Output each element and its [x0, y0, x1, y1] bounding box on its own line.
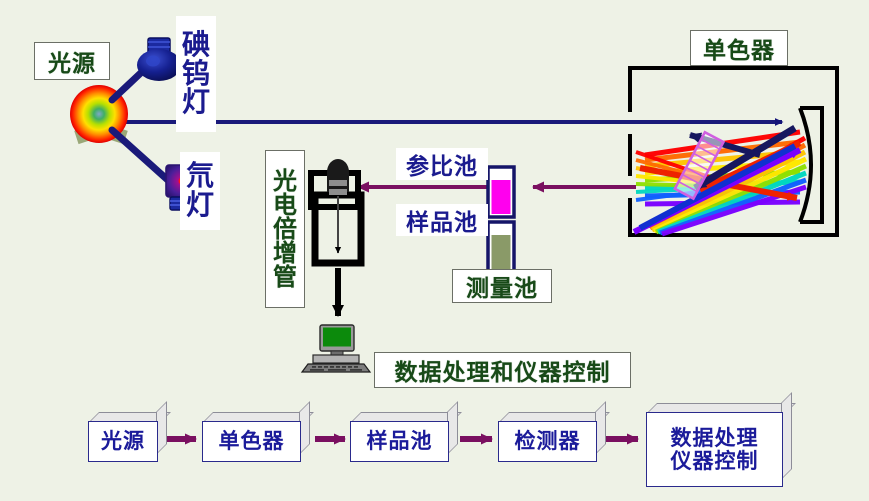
- flow-step-detector-face: 检测器: [498, 421, 597, 462]
- label-pmt-char-4: 增: [273, 239, 297, 267]
- label-light-source-text: 光源: [48, 51, 96, 77]
- photomultiplier-tube-icon: [308, 159, 365, 267]
- label-sample-cell: 样品池: [396, 204, 488, 236]
- label-pmt-char-3: 倍: [273, 215, 297, 243]
- label-data-processing-and-control-text: 数据处理和仪器控制: [394, 360, 611, 386]
- diffraction-grating: [673, 130, 726, 201]
- label-measuring-cell-text: 测量池: [466, 276, 538, 302]
- label-tungsten-iodine-lamp-char-2: 钨: [181, 56, 210, 90]
- flow-step-light-source[interactable]: 光源: [88, 401, 171, 462]
- flow-step-monochromator-face: 单色器: [202, 421, 301, 462]
- computer-icon: [300, 324, 372, 373]
- label-deuterium-lamp: 氘 灯: [180, 152, 220, 230]
- label-deuterium-lamp-char-2: 灯: [185, 188, 214, 221]
- flow-step-detector[interactable]: 检测器: [498, 401, 610, 462]
- flow-step-monochromator[interactable]: 单色器: [202, 401, 314, 462]
- flow-step-data-processing-line-1: 数据处理: [670, 426, 759, 451]
- flow-step-sample-cell[interactable]: 样品池: [350, 401, 462, 462]
- flow-step-light-source-label: 光源: [101, 429, 145, 454]
- label-deuterium-lamp-char-1: 氘: [185, 159, 214, 193]
- label-pmt-char-5: 管: [273, 263, 297, 291]
- label-pmt-char-2: 电: [273, 191, 297, 219]
- flow-step-detector-label: 检测器: [514, 429, 581, 454]
- sample-cuvette: [486, 220, 516, 274]
- label-tungsten-iodine-lamp: 碘 钨 灯: [176, 16, 216, 132]
- principal-rays: [632, 124, 802, 235]
- concave-mirror: [798, 106, 824, 224]
- flow-step-data-processing[interactable]: 数据处理 仪器控制: [646, 392, 796, 487]
- label-monochromator-text: 单色器: [703, 38, 775, 64]
- label-measuring-cell: 测量池: [452, 269, 552, 303]
- label-monochromator: 单色器: [690, 30, 788, 66]
- label-pmt-char-1: 光: [273, 167, 297, 195]
- flow-step-data-processing-line-2: 仪器控制: [670, 448, 759, 473]
- label-data-processing-and-control: 数据处理和仪器控制: [374, 352, 631, 388]
- flow-step-monochromator-label: 单色器: [218, 429, 285, 454]
- label-reference-cell: 参比池: [396, 148, 488, 180]
- flow-step-light-source-face: 光源: [88, 421, 158, 462]
- label-tungsten-iodine-lamp-char-1: 碘: [181, 28, 210, 62]
- reference-cuvette: [486, 165, 516, 219]
- flow-step-sample-cell-label: 样品池: [366, 429, 433, 454]
- label-tungsten-iodine-lamp-char-3: 灯: [181, 85, 210, 119]
- flow-step-data-processing-face: 数据处理 仪器控制: [646, 412, 783, 487]
- label-photomultiplier-tube: 光 电 倍 增 管: [265, 150, 305, 308]
- label-light-source: 光源: [34, 42, 110, 80]
- tungsten-iodine-lamp-icon: [137, 37, 181, 81]
- flow-step-sample-cell-face: 样品池: [350, 421, 449, 462]
- label-sample-cell-text: 样品池: [406, 210, 478, 236]
- label-reference-cell-text: 参比池: [406, 154, 478, 180]
